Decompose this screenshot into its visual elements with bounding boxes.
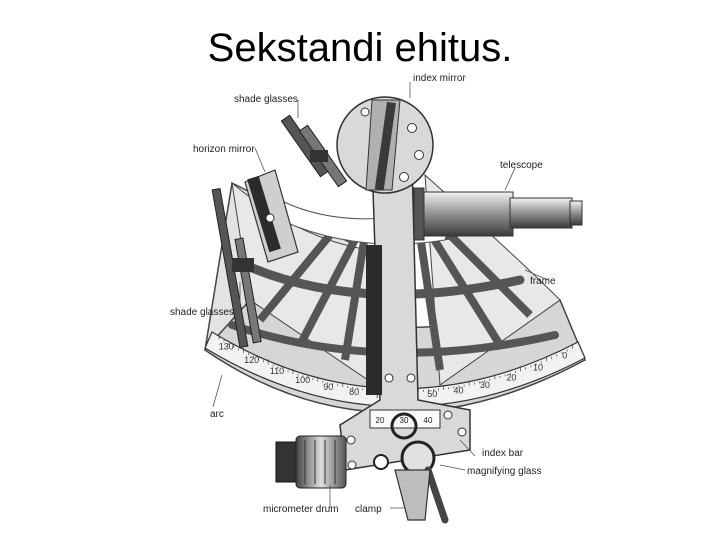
label-frame: frame [530,276,556,287]
vernier-label: 30 [400,416,409,425]
label-shade-glasses-top: shade glasses [234,94,298,105]
arc-scale-label: 110 [270,366,284,376]
label-horizon-mirror: horizon mirror [193,144,255,155]
micrometer-drum [276,436,346,488]
label-clamp: clamp [355,504,382,515]
arc-scale-label: 0 [562,351,567,361]
clamp [395,470,430,520]
arc-scale-label: 120 [244,355,259,365]
vernier-label: 20 [376,416,385,425]
label-shade-glasses-left: shade glasses [170,307,234,318]
arc-scale-label: 100 [295,375,310,385]
arc-scale-label: 30 [480,380,490,390]
arc-scale-label: 10 [533,363,543,373]
label-index-mirror: index mirror [413,73,466,84]
label-telescope: telescope [500,160,543,171]
label-magnifying-glass: magnifying glass [467,466,541,477]
arc-scale-label: 40 [453,386,463,396]
vernier-labels: 20 30 40 [376,416,433,425]
arc-scale-label: 90 [323,382,333,392]
index-mirror [337,97,433,193]
telescope [414,188,582,240]
arc-scale-label: 130 [219,341,234,351]
arc-scale-label: 20 [506,372,516,382]
label-index-bar: index bar [482,448,524,459]
arc-scale-label: 80 [349,387,359,397]
arc-scale-label: 50 [427,389,437,399]
vernier-label: 40 [424,416,433,425]
label-micrometer-drum: micrometer drum [263,504,339,515]
label-arc: arc [210,409,224,420]
